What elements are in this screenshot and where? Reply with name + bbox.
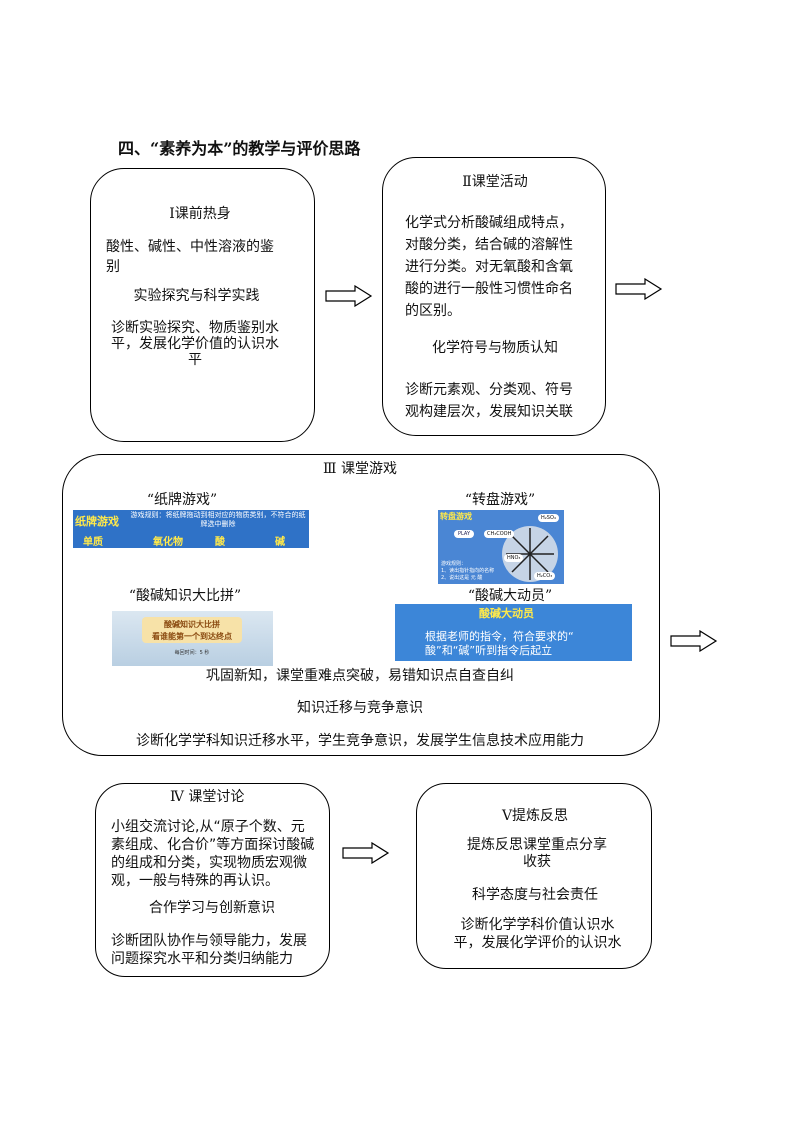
stage4-competency: 合作学习与创新意识 <box>149 900 275 916</box>
game4-line2: 酸”和“碱”听到指令后起立 <box>425 644 553 657</box>
game3-label: “酸碱知识大比拼” <box>128 588 242 604</box>
stage3-content: 巩固新知，课堂重难点突破，易错知识点自查自纠 <box>206 668 514 684</box>
stage3-competency: 知识迁移与竞争意识 <box>297 700 423 716</box>
stage2-title: Ⅱ课堂活动 <box>462 174 528 190</box>
game3-line2: 看谁能第一个到达终点 <box>152 632 232 641</box>
stage5-content: 提炼反思课堂重点分享收获 <box>467 837 607 870</box>
arrow-right-icon <box>325 285 373 307</box>
stage1-content: 酸性、碱性、中性溶液的鉴别 <box>106 239 274 275</box>
stage2-box <box>382 157 606 436</box>
stage3-diagnosis: 诊断化学学科知识迁移水平，学生竞争意识，发展学生信息技术应用能力 <box>136 733 584 749</box>
stage5-competency: 科学态度与社会责任 <box>472 887 598 903</box>
game1-category-1: 单质 <box>83 537 103 548</box>
game2-formula-4: H₂CO₃ <box>534 572 556 580</box>
stage4-box <box>95 783 330 977</box>
wheel-icon <box>502 526 558 582</box>
game2-formula-3: HNO₃ <box>504 554 524 562</box>
game1-thumbnail: 纸牌游戏 游戏规则：将纸牌拖动到相对应的物质类别，不符合的纸牌选中删除 单质 氧… <box>73 510 309 548</box>
game2-formula-1: H₂SO₄ <box>538 514 559 522</box>
game4-line1: 根据老师的指令，符合要求的“ <box>425 630 574 643</box>
stage1-box <box>90 168 315 442</box>
game1-rules: 游戏规则：将纸牌拖动到相对应的物质类别，不符合的纸牌选中删除 <box>130 511 306 528</box>
stage5-diagnosis: 诊断化学学科价值认识水平，发展化学评价的认识水 <box>453 917 622 951</box>
stage5-box <box>416 783 652 969</box>
game1-category-3: 酸 <box>215 537 225 548</box>
stage4-diagnosis: 诊断团队协作与领导能力，发展问题探究水平和分类归纳能力 <box>111 933 307 967</box>
game2-thumbnail: 转盘游戏 PLAY H₂SO₄ CH₃COOH HNO₃ H₂CO₃ 游戏规则：… <box>438 510 564 584</box>
stage2-competency: 化学符号与物质认知 <box>432 340 558 356</box>
game4-title: 酸碱大动员 <box>479 607 534 620</box>
stage4-title: Ⅳ 课堂讨论 <box>170 789 245 805</box>
stage5-title: Ⅴ提炼反思 <box>501 808 569 824</box>
stage1-diagnosis: 诊断实验探究、物质鉴别水平，发展化学价值的认识水平 <box>111 320 279 368</box>
game3-line1: 酸碱知识大比拼 <box>164 620 220 629</box>
game2-play: PLAY <box>454 530 475 538</box>
game2-rule-1: 1、读出指针指向的名称 <box>441 568 495 574</box>
game2-formula-2: CH₃COOH <box>484 530 515 538</box>
arrow-right-icon <box>342 842 390 864</box>
game3-timer: 每回时间：5 秒 <box>174 650 210 656</box>
game4-label: “酸碱大动员” <box>467 588 553 604</box>
stage4-content: 小组交流讨论,从“原子个数、元素组成、化合价”等方面探讨酸碱的组成和分类，实现物… <box>111 819 315 889</box>
stage3-title: Ⅲ 课堂游戏 <box>323 461 397 477</box>
game4-thumbnail: 酸碱大动员 根据老师的指令，符合要求的“ 酸”和“碱”听到指令后起立 <box>395 604 632 661</box>
stage2-content: 化学式分析酸碱组成特点，对酸分类，结合碱的溶解性进行分类。对无氧酸和含氧酸的进行… <box>405 215 573 319</box>
stage1-title: Ⅰ课前热身 <box>169 206 231 222</box>
game1-banner: 纸牌游戏 <box>75 515 119 528</box>
game3-thumbnail: 酸碱知识大比拼 看谁能第一个到达终点 每回时间：5 秒 <box>112 611 273 666</box>
arrow-right-icon <box>670 630 718 652</box>
game1-label: “纸牌游戏” <box>146 492 218 508</box>
game2-label: “转盘游戏” <box>464 492 536 508</box>
game2-rule-2: 2、说出这是 元 酸 <box>441 575 483 581</box>
game2-rules-title: 游戏规则： <box>441 561 467 567</box>
page-heading: 四、“素养为本”的教学与评价思路 <box>118 139 361 158</box>
game1-category-2: 氧化物 <box>153 537 183 548</box>
stage1-competency: 实验探究与科学实践 <box>133 288 260 304</box>
game2-banner: 转盘游戏 <box>440 512 472 521</box>
game1-category-4: 碱 <box>275 537 285 548</box>
stage2-diagnosis: 诊断元素观、分类观、符号观构建层次，发展知识关联 <box>405 382 573 420</box>
arrow-right-icon <box>615 278 663 300</box>
